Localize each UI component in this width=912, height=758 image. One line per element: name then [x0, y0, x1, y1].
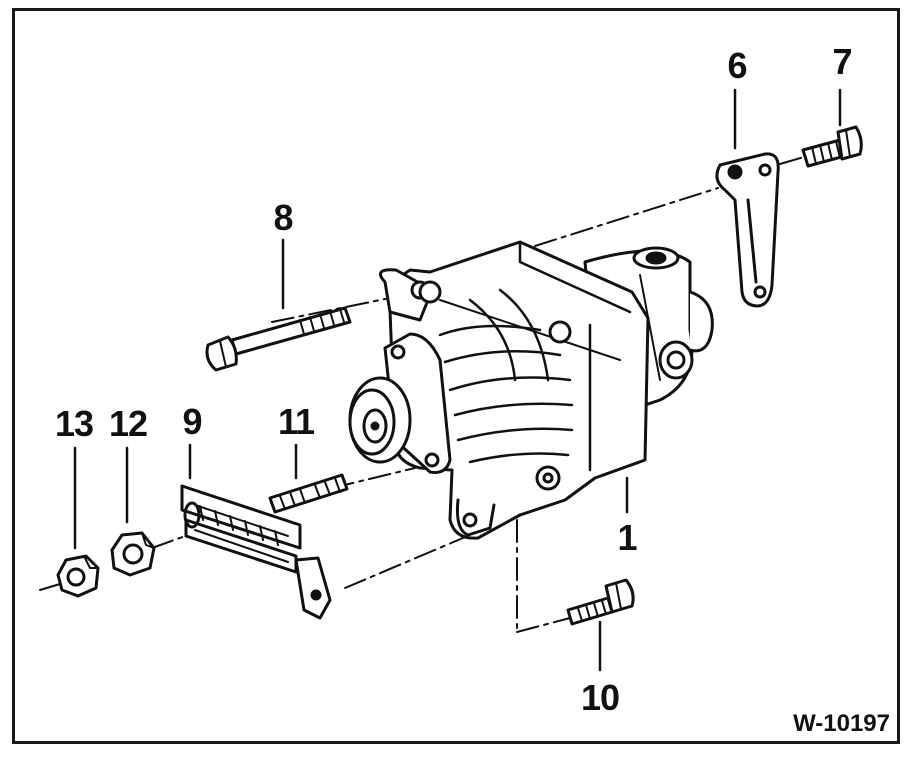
callout-hex-nut: 12: [108, 403, 148, 444]
tension-bar: [180, 484, 332, 620]
callout-lock-nut: 13: [54, 403, 94, 444]
hex-nut: [110, 531, 156, 577]
long-bolt: [205, 306, 352, 372]
callout-bracket-bolt: 7: [832, 41, 852, 82]
leader-lines: [73, 88, 842, 672]
stud: [268, 473, 349, 514]
callout-stud: 11: [277, 401, 315, 442]
figure-id: W-10197: [793, 710, 890, 737]
callout-long-bolt: 8: [273, 197, 293, 238]
callout-pump: 1: [617, 517, 637, 558]
lock-nut: [56, 554, 100, 598]
mount-bolt: [566, 578, 635, 626]
callout-mount-bolt: 10: [580, 677, 620, 718]
callout-bracket: 6: [727, 45, 747, 86]
bracket-bolt: [801, 125, 863, 168]
bracket: [715, 152, 780, 308]
pump-body: [348, 240, 714, 540]
callout-tension-bar: 9: [182, 401, 202, 442]
